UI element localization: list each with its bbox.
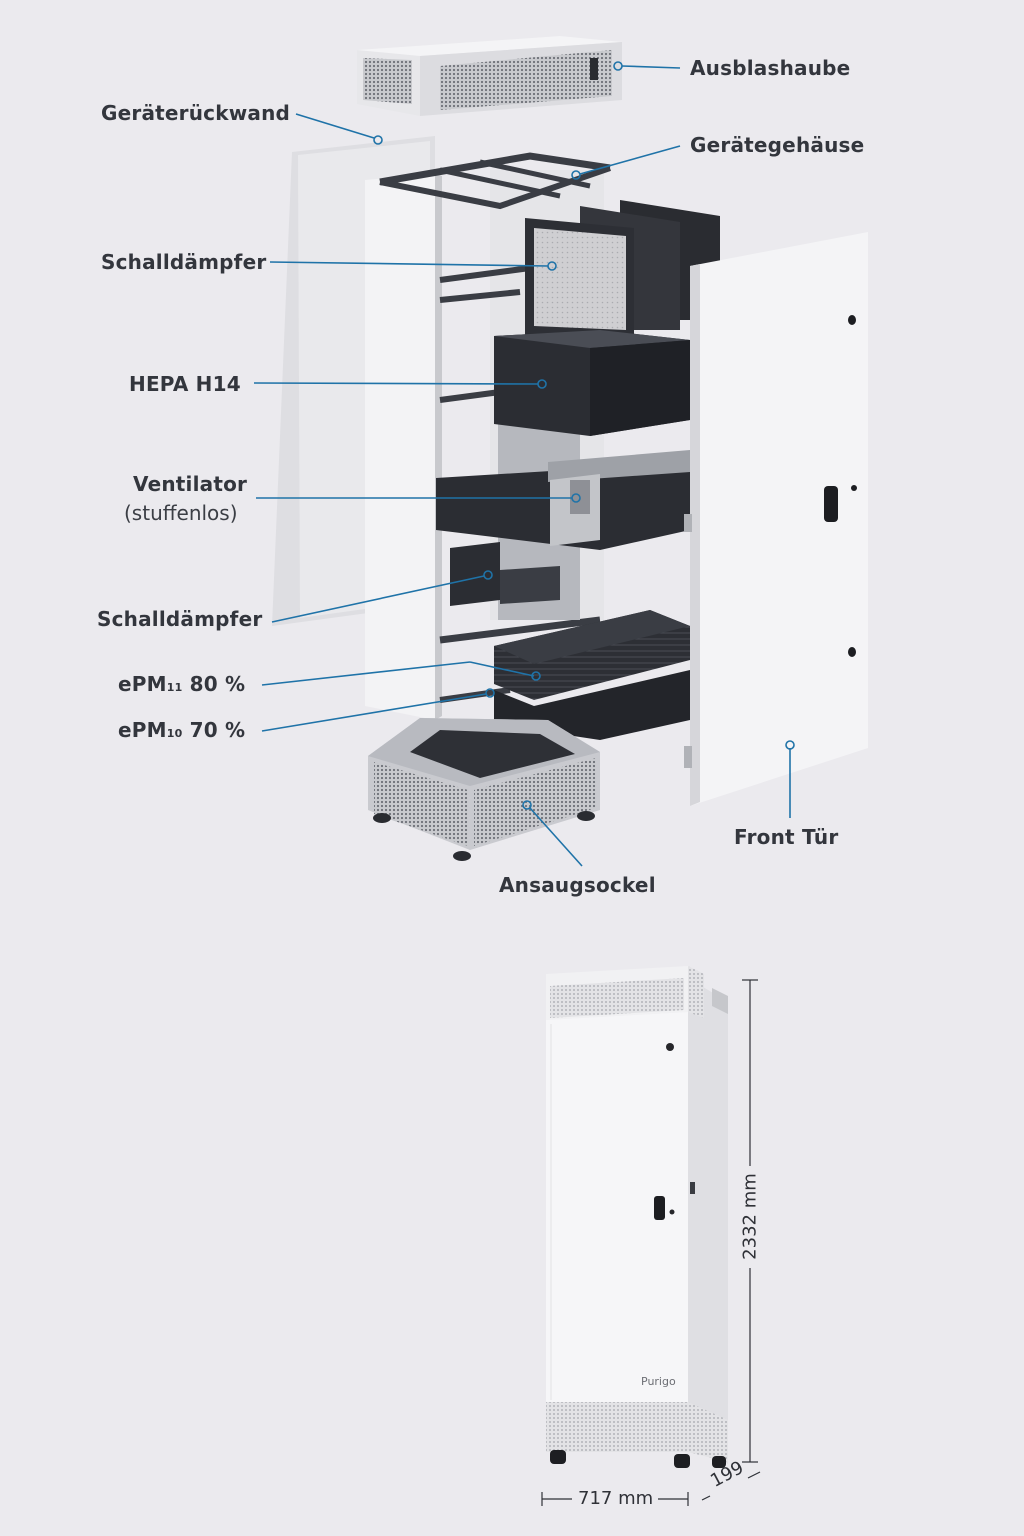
label-schalldaempfer-bottom: Schalldämpfer [97,607,263,631]
ausblashaube-part [357,36,622,116]
label-epm11-subscript: 11 [166,681,183,694]
callout-dot-ausblashaube [613,61,623,71]
callout-lines [253,61,795,867]
callout-line-geraeterueckwand [295,113,375,139]
callout-line-schalldaempfer-bottom [271,575,485,623]
label-epm10-value: 70 % [189,718,246,742]
callout-dot-schalldaempfer-bottom [483,570,493,580]
label-epm10-subscript: 10 [166,727,183,740]
label-epm11-value: 80 % [189,672,246,696]
callout-dot-geraeterueckwand [373,135,383,145]
label-geraetegehaeuse: Gerätegehäuse [690,133,865,157]
depth-dim-line-left [701,1495,711,1501]
label-ausblashaube: Ausblashaube [690,56,851,80]
callout-dot-front-tuer [785,740,795,750]
front-tuer-part [684,232,868,806]
ventilator-part [436,450,690,550]
label-hepa: HEPA H14 [129,372,241,396]
callout-line-schalldaempfer-top [269,261,549,267]
label-epm11-prefix: ePM [118,672,167,696]
label-front-tuer: Front Tür [734,825,839,849]
brand-logo: Purigo [641,1375,676,1388]
callout-line-ansaugsockel [529,807,583,867]
callout-line-hepa [253,382,539,385]
callout-dot-hepa [537,379,547,389]
height-dimension-label: 2332 mm [739,1173,761,1260]
callout-dot-epm11 [531,671,541,681]
depth-dim-line-right [747,1471,761,1479]
label-ansaugsockel: Ansaugsockel [499,873,656,897]
label-epm10: ePM10 70 % [118,718,245,742]
schalldaempfer-bottom-part [450,542,560,606]
schalldaempfer-top-part [525,200,720,340]
ansaugsockel-part [368,718,600,861]
label-ventilator-sub: (stuffenlos) [124,501,238,525]
assembled-unit [546,966,728,1468]
dimension-lines [541,979,761,1506]
callout-line-ausblashaube [621,65,681,69]
label-geraeterueckwand: Geräterückwand [101,101,291,125]
callout-line-geraetegehaeuse [579,145,681,175]
label-epm10-prefix: ePM [118,718,167,742]
callout-line-epm11 [261,661,471,686]
callout-dot-geraetegehaeuse [571,170,581,180]
callout-dot-ventilator [571,493,581,503]
callout-dot-epm10 [485,688,495,698]
hepa-part [494,330,690,436]
callout-line-epm10 [261,693,487,732]
callout-line-epm11-b [469,661,535,677]
label-schalldaempfer-top: Schalldämpfer [101,250,267,274]
label-epm11: ePM11 80 % [118,672,245,696]
callout-dot-ansaugsockel [522,800,532,810]
label-ventilator: Ventilator [133,472,248,496]
callout-dot-schalldaempfer-top [547,261,557,271]
width-dimension-label: 717 mm [578,1488,654,1509]
